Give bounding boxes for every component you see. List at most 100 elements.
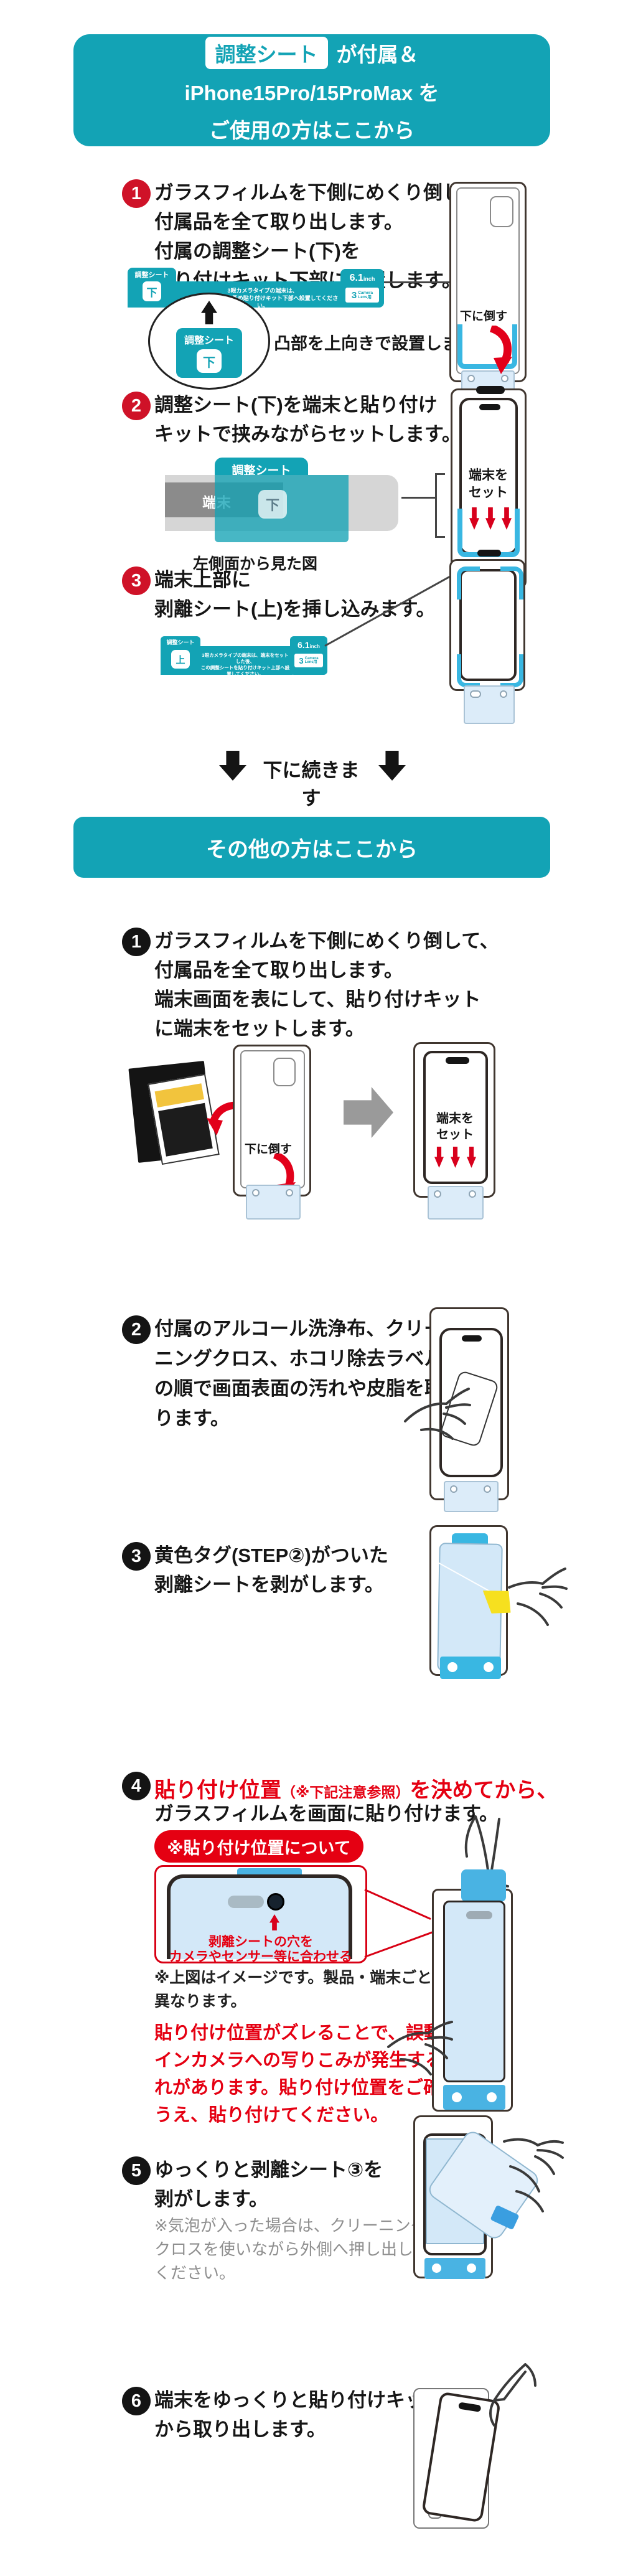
step-number-b5: 5 <box>122 2156 151 2185</box>
sensor-pill <box>466 1911 492 1919</box>
applicator-kit-b3 <box>429 1525 508 1679</box>
red-curl-arrow-icon <box>489 326 512 374</box>
position-callout-box: 剥離シートの穴を カメラやセンサー等に合わせる <box>154 1865 367 1964</box>
callout-wedge-line <box>364 1931 433 1958</box>
step-number-b4: 4 <box>122 1772 151 1800</box>
film-flap <box>464 685 515 724</box>
step-number-b3: 3 <box>122 1542 151 1571</box>
sheet-bar-note: 3眼カメラタイプの端末は、 この調整シートを予め貼り付けキット下部へ設置してくだ… <box>187 288 339 309</box>
bar-hole <box>484 1662 494 1672</box>
position-notice-badge: ※貼り付け位置について <box>154 1830 363 1863</box>
step-text-b4-line1: 貼り付け位置（※下記注意参照）を決めてから、 <box>154 1779 558 1802</box>
applicator-kit-b2 <box>404 1307 509 1512</box>
step-number-b6: 6 <box>122 2387 151 2415</box>
flap-hole <box>484 1485 491 1493</box>
flap-hole <box>286 1189 293 1196</box>
corner-guide <box>457 566 480 599</box>
inch-label: 6.1inch <box>297 640 320 650</box>
step-text-b2: 付属のアルコール洗浄布、クリー ニングクロス、ホコリ除去ラベル の順で画面表面の… <box>154 1318 444 1429</box>
corner-guide <box>500 654 523 687</box>
phone-outline: 端末を セット <box>459 398 518 555</box>
applicator-kit-b1: 端末を セット <box>413 1042 495 1220</box>
gray-right-arrow-icon <box>344 1087 393 1138</box>
hand-icon <box>387 2021 453 2075</box>
header-line1: 調整シートが付属＆ <box>205 37 419 69</box>
camera-cutout <box>490 196 513 227</box>
magnifier-sheet-tab: 調整シート 下 <box>176 328 242 378</box>
connector-line <box>384 281 450 283</box>
step-text-b1: ガラスフィルムを下側にめくり倒して、 付属品を全て取り出します。 端末画面を表に… <box>154 930 499 1040</box>
notch-pill <box>479 404 500 410</box>
down-arrow-icon <box>434 1147 444 1168</box>
header-others: その他の方はここから <box>73 817 550 878</box>
bracket-line <box>401 497 435 499</box>
flap-hole <box>467 375 475 382</box>
applicator-kit-b5 <box>413 2115 542 2279</box>
bracket-line <box>435 536 445 538</box>
applicator-tray-b1: 下に倒す <box>233 1045 311 1220</box>
flap-hole <box>450 1485 457 1493</box>
hand-icon <box>464 1815 509 1887</box>
flap-hole <box>469 1190 476 1198</box>
adjust-sheet-bottom-diagram: 3眼カメラタイプの端末は、 この調整シートを予め貼り付けキット下部へ設置してくだ… <box>128 268 384 309</box>
side-view-diagram: 調整シート 端末 下 <box>165 458 401 545</box>
header-adjust-sheet: 調整シートが付属＆ iPhone15Pro/15ProMax を ご使用の方はこ… <box>73 34 550 146</box>
step-number-b1: 1 <box>122 928 151 956</box>
step-number-a1: 1 <box>122 179 151 208</box>
protrusion-note: 凸部を上向きで設置します <box>274 334 475 353</box>
bar-hole <box>467 2263 476 2273</box>
hand-icon <box>503 2138 564 2212</box>
notch-pill <box>462 1335 482 1342</box>
corner-guide <box>500 566 523 599</box>
bar-hole <box>432 2263 441 2273</box>
continue-arrow-icon <box>219 751 246 781</box>
step-text-b5: ゆっくりと剥離シート③を 剥がします。 <box>154 2159 383 2210</box>
cloth-pack <box>158 1102 213 1157</box>
applicator-tray-a1: 下に倒す <box>449 182 527 405</box>
sheet-tab-badge: 上 <box>171 650 190 669</box>
step-number-a2: 2 <box>122 392 151 420</box>
sheet-badge-side: 下 <box>258 490 287 519</box>
hand-icon <box>489 2363 536 2427</box>
adjust-sheet-top-diagram: 3眼カメラタイプの端末は、端末をセットした後、 この調整シートを貼り付けキット上… <box>161 636 327 677</box>
bar-hole <box>447 1662 457 1672</box>
flap-hole <box>501 375 508 382</box>
sensor-pill <box>228 1896 264 1908</box>
sheet-tab: 調整シート 上 <box>161 636 200 675</box>
header-line1-rest: が付属＆ <box>336 43 419 66</box>
sheet-overlay: 下 <box>215 475 349 542</box>
blue-bottom-bar <box>443 2085 505 2110</box>
camera-lens <box>267 1893 284 1911</box>
film-flap <box>246 1185 301 1220</box>
flap-hole <box>434 1190 441 1198</box>
bar-hole <box>452 2092 462 2102</box>
side-view-caption: 左側面から見た図 <box>193 555 318 573</box>
bar-hole <box>487 2092 497 2102</box>
step-text-a3: 端末上部に 剥離シート(上)を挿し込みます。 <box>154 569 436 620</box>
sheet-bar-note: 3眼カメラタイプの端末は、端末をセットした後、 この調整シートを貼り付けキット上… <box>200 652 290 677</box>
arrow-up-icon <box>201 301 217 324</box>
applicator-tray-a2: 端末を セット <box>451 386 527 595</box>
magnifier-badge: 下 <box>197 349 222 373</box>
fold-down-label: 下に倒す <box>245 1143 293 1156</box>
step-text-b4-line2: ガラスフィルムを画面に貼り付けます。 <box>154 1803 499 1825</box>
step-text-a2: 調整シート(下)を端末と貼り付け キットで挟みながらセットします。 <box>154 394 461 445</box>
header-others-title: その他の方はここから <box>206 837 418 862</box>
bracket-line <box>435 473 445 475</box>
applicator-tray-a3 <box>449 550 525 724</box>
flap-hole <box>252 1189 260 1196</box>
callout-wedge-line <box>364 1889 431 1920</box>
applicator-kit-b4 <box>432 1869 513 2112</box>
step-text-b6: 端末をゆっくりと貼り付けキット から取り出します。 <box>154 2389 444 2440</box>
blue-tab <box>461 1869 506 1902</box>
hand-icon <box>404 1388 471 1440</box>
blue-bottom-bar <box>440 1657 501 1679</box>
corner-guide <box>457 654 480 687</box>
fold-down-label: 下に倒す <box>460 310 508 323</box>
phone-top-diagram <box>167 1874 352 1959</box>
continue-arrow-icon <box>378 751 406 781</box>
phone-outline: 端末を セット <box>423 1051 488 1184</box>
